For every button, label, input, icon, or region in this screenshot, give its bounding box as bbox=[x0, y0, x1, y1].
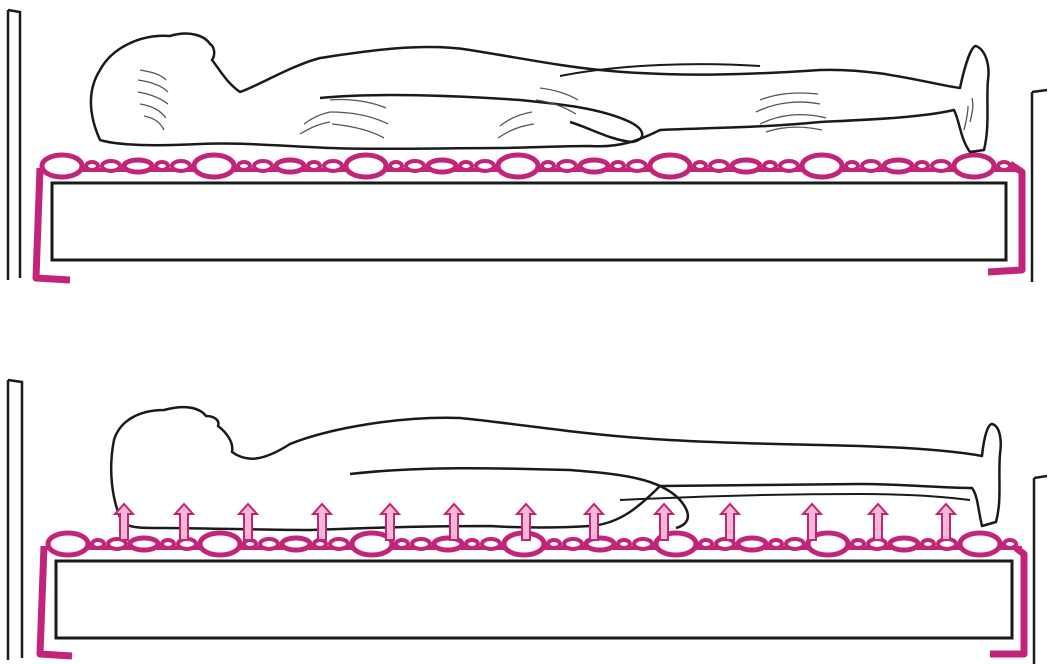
mattress-cell bbox=[780, 161, 798, 171]
mattress-cell bbox=[308, 162, 320, 170]
mattress-cell bbox=[314, 540, 326, 548]
mattress-cell bbox=[42, 155, 82, 177]
mattress-cell bbox=[628, 161, 646, 171]
footboard-post-bottom bbox=[1034, 476, 1047, 664]
mattress-cell bbox=[86, 162, 98, 170]
top-mattress-cells bbox=[42, 155, 1010, 177]
mattress-cell bbox=[618, 540, 630, 548]
mattress-cell bbox=[406, 161, 424, 171]
mattress-cell bbox=[194, 155, 234, 177]
lift-arrow-icon bbox=[937, 504, 955, 540]
mattress-cell bbox=[634, 539, 652, 549]
mattress-cell bbox=[954, 155, 994, 177]
mattress-cell bbox=[156, 162, 168, 170]
bottom-mattress-cells bbox=[48, 533, 1016, 555]
mattress-cell bbox=[802, 155, 842, 177]
footboard-post bbox=[1032, 90, 1047, 282]
mattress-cell bbox=[124, 160, 152, 172]
lift-arrow-icon bbox=[869, 504, 887, 540]
mattress-cell bbox=[960, 533, 1000, 555]
mattress-cell bbox=[498, 155, 538, 177]
mattress-cell bbox=[92, 540, 104, 548]
headboard-post-bottom bbox=[8, 380, 22, 660]
mattress-cell bbox=[710, 161, 728, 171]
mattress-cell bbox=[390, 162, 402, 170]
mattress-cell bbox=[890, 538, 918, 550]
mattress-cell bbox=[260, 539, 278, 549]
mattress-cell bbox=[770, 540, 782, 548]
leg-divider-bottom bbox=[620, 494, 970, 500]
mattress-cell bbox=[396, 540, 408, 548]
mattress-cell bbox=[694, 162, 706, 170]
bed-base bbox=[52, 183, 1006, 260]
mattress-cell bbox=[650, 155, 690, 177]
mattress-cell bbox=[1004, 540, 1016, 548]
mattress-cell bbox=[732, 160, 760, 172]
mattress-cell bbox=[558, 161, 576, 171]
mattress-cell bbox=[932, 161, 950, 171]
mattress-cell bbox=[282, 538, 310, 550]
mattress-cell bbox=[612, 162, 624, 170]
mattress-cell bbox=[764, 162, 776, 170]
mattress-cell bbox=[580, 160, 608, 172]
mattress-cell bbox=[48, 533, 88, 555]
lift-arrow-icon bbox=[721, 504, 739, 540]
mattress-cell bbox=[102, 161, 120, 171]
mattress-cell bbox=[238, 162, 250, 170]
mattress-cell bbox=[916, 162, 928, 170]
mattress-cell bbox=[846, 162, 858, 170]
mattress-cell bbox=[922, 540, 934, 548]
mattress-cell bbox=[738, 538, 766, 550]
mattress-cell bbox=[346, 155, 386, 177]
mattress-cell bbox=[172, 161, 190, 171]
mattress-cell bbox=[324, 161, 342, 171]
mattress-cell bbox=[244, 540, 256, 548]
mattress-cell bbox=[564, 539, 582, 549]
mattress-cell bbox=[466, 540, 478, 548]
bed-base-bottom bbox=[56, 561, 1012, 638]
mattress-cell bbox=[200, 533, 240, 555]
mattress-cell bbox=[460, 162, 472, 170]
mattress-cell bbox=[548, 540, 560, 548]
mattress-cell bbox=[884, 160, 912, 172]
mattress-cell bbox=[998, 162, 1010, 170]
mattress-cell bbox=[786, 539, 804, 549]
mattress-cell bbox=[162, 540, 174, 548]
headboard-post bbox=[8, 10, 20, 280]
mattress-cell bbox=[700, 540, 712, 548]
bottom-panel bbox=[8, 380, 1047, 664]
mattress-cell bbox=[428, 160, 456, 172]
mattress-cell bbox=[862, 161, 880, 171]
mattress-cell bbox=[542, 162, 554, 170]
mattress-cell bbox=[482, 539, 500, 549]
top-panel bbox=[8, 10, 1047, 282]
mattress-cell bbox=[130, 538, 158, 550]
person-outline-top bbox=[91, 34, 989, 152]
mattress-cell bbox=[852, 540, 864, 548]
mattress-cell bbox=[412, 539, 430, 549]
mattress-cell bbox=[276, 160, 304, 172]
mattress-cell bbox=[476, 161, 494, 171]
mattress-cell bbox=[330, 539, 348, 549]
mattress-cell bbox=[254, 161, 272, 171]
